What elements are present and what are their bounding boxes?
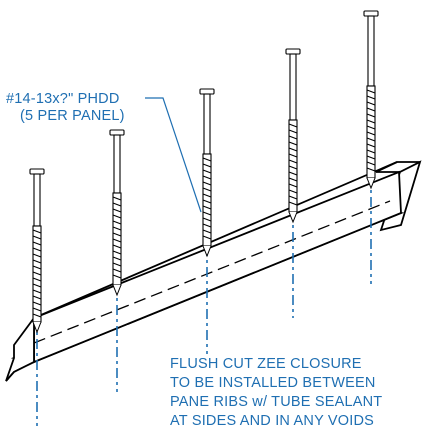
fastener-callout-line2: (5 PER PANEL) — [20, 108, 125, 124]
fastener-callout-line1: #14-13x?" PHDD — [6, 91, 120, 107]
zee-end-left — [5, 315, 35, 382]
screw — [199, 88, 215, 258]
closure-note-line4: AT SIDES AND IN ANY VOIDS — [170, 413, 374, 429]
closure-note: FLUSH CUT ZEE CLOSURE TO BE INSTALLED BE… — [170, 356, 382, 429]
screw — [109, 129, 125, 297]
closure-note-line1: FLUSH CUT ZEE CLOSURE — [170, 356, 362, 372]
closure-note-line3: PANE RIBS w/ TUBE SEALANT — [170, 394, 382, 410]
screw — [29, 168, 45, 334]
zee-front-face — [33, 170, 402, 364]
zee-closure — [5, 160, 422, 382]
zee-hidden-edge — [33, 200, 391, 344]
screw-centerlines — [36, 176, 372, 426]
screws — [29, 10, 379, 334]
zee-top-edge-front — [33, 161, 398, 319]
zee-bottom-lip — [5, 361, 35, 382]
screw — [363, 10, 379, 190]
screw — [285, 48, 301, 224]
fastener-callout: #14-13x?" PHDD (5 PER PANEL) — [6, 91, 202, 213]
leader-line — [145, 97, 202, 213]
closure-note-line2: TO BE INSTALLED BETWEEN — [170, 375, 376, 391]
